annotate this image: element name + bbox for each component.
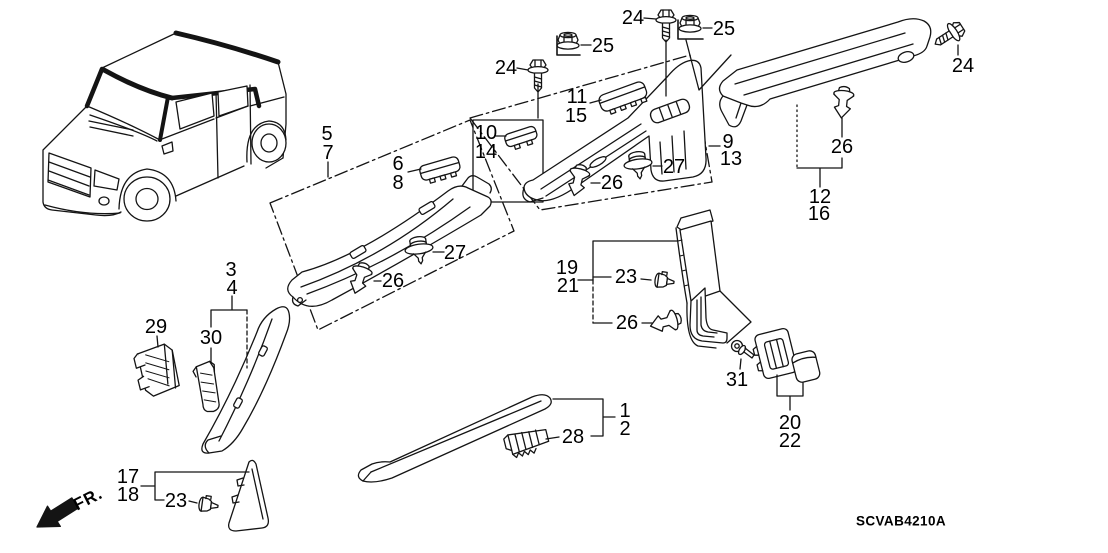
- leader-lines: [140, 17, 959, 504]
- clip-26-c: [647, 307, 685, 337]
- callout-31: 31: [725, 369, 749, 391]
- part-clip-30: [192, 360, 220, 413]
- callout-26-b: 26: [600, 172, 624, 194]
- figure-code: SCVAB4210A: [855, 513, 947, 529]
- part-pad-10-14: [504, 125, 538, 150]
- callout-26-d: 26: [830, 136, 854, 158]
- part-trim-20: [752, 327, 798, 380]
- part-molding-roof-rear-12-16: [718, 18, 932, 128]
- callout-11: 11: [566, 86, 588, 108]
- callout-2: 2: [619, 418, 631, 440]
- callout-25-b: 25: [712, 18, 736, 40]
- callout-16: 16: [807, 203, 831, 225]
- part-pad-11-15: [598, 81, 648, 115]
- callout-6: 6: [392, 153, 404, 175]
- clip-23-a: [653, 270, 676, 290]
- callout-12: 12: [808, 186, 832, 208]
- callout-30: 30: [199, 327, 223, 349]
- callout-3: 3: [225, 259, 237, 281]
- part-garnish-fr-pillar-3-4: [201, 306, 291, 454]
- callout-24-a: 24: [494, 57, 518, 79]
- inset-box-10-14: [472, 119, 544, 203]
- callout-13: 13: [719, 148, 743, 170]
- callout-4: 4: [226, 277, 238, 299]
- part-cap-22: [791, 350, 821, 383]
- grommet-27-b: [621, 149, 655, 182]
- part-clip-29: [133, 343, 180, 397]
- callout-8: 8: [392, 172, 404, 194]
- bolt-24-b: [655, 9, 677, 43]
- callout-24-c: 24: [951, 55, 975, 77]
- callout-27-b: 27: [662, 156, 686, 178]
- callout-5: 5: [321, 123, 333, 145]
- part-clip-28: [503, 428, 550, 459]
- clip-26-d: [830, 84, 856, 120]
- callout-17: 17: [116, 466, 140, 488]
- part-molding-door-1-2: [357, 394, 552, 483]
- fr-arrow-icon: [36, 497, 79, 528]
- callout-26-c: 26: [615, 312, 639, 334]
- callout-23-a: 23: [614, 266, 638, 288]
- car-illustration: [42, 30, 287, 222]
- callout-28: 28: [561, 426, 585, 448]
- callout-7: 7: [322, 142, 334, 164]
- callout-22: 22: [778, 430, 802, 452]
- part-garnish-corner-17-18: [228, 459, 270, 532]
- part-molding-windshield-side-5-7: [287, 175, 492, 307]
- callout-14: 14: [474, 141, 498, 163]
- callout-10: 10: [474, 122, 498, 144]
- callout-20: 20: [778, 412, 802, 434]
- callout-15: 15: [564, 105, 588, 127]
- part-screw-31: [730, 339, 755, 359]
- bolt-24-c: [929, 17, 969, 54]
- callout-21: 21: [556, 275, 580, 297]
- callout-19: 19: [555, 257, 579, 279]
- callout-9: 9: [722, 131, 734, 153]
- part-pad-6-8: [419, 156, 461, 184]
- nut-25-b: [678, 14, 702, 33]
- callout-26-a: 26: [381, 270, 405, 292]
- part-garnish-center-pillar-19-21: [675, 209, 752, 349]
- callout-24-b: 24: [621, 7, 645, 29]
- callout-25-a: 25: [591, 35, 615, 57]
- clip-23-b: [197, 494, 220, 514]
- callout-27-a: 27: [443, 242, 467, 264]
- callout-23-b: 23: [164, 490, 188, 512]
- callout-18: 18: [116, 484, 140, 506]
- nut-25-a: [556, 31, 580, 50]
- callout-29: 29: [144, 316, 168, 338]
- callout-1: 1: [619, 400, 631, 422]
